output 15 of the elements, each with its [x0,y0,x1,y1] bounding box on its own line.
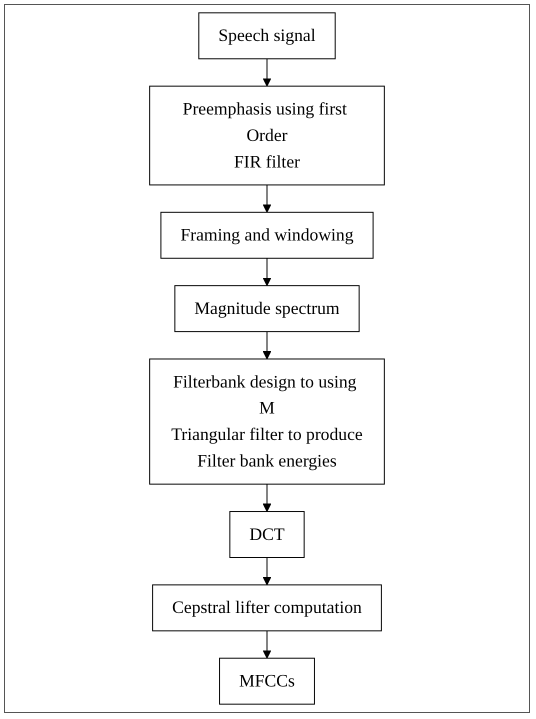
node-box: Magnitude spectrum [174,285,360,332]
node-box: DCT [229,511,305,558]
arrow [262,58,272,87]
node-box: Speech signal [198,12,336,60]
arrow [262,484,272,512]
node-box: Filterbank design to using M Triangular filter to produce Filter bank energies [149,358,385,485]
node-box: Cepstral lifter computation [152,584,382,632]
arrow [262,258,272,286]
arrow [262,630,272,659]
arrow [262,331,272,360]
node-box: Preemphasis using first Order FIR filter [149,86,385,186]
arrow [262,557,272,586]
node-box: Framing and windowing [160,212,374,259]
node-box: MFCCs [219,658,315,705]
arrow [262,184,272,213]
